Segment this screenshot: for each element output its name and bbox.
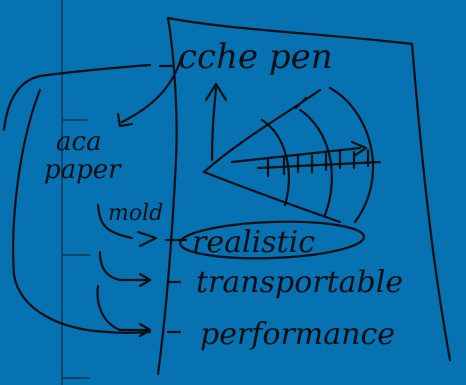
cone-axis-line (230, 146, 362, 164)
arc-tick (294, 96, 308, 110)
title-text: cche pen (178, 37, 333, 77)
performance-arrowhead (138, 322, 152, 338)
note-line-2: paper (44, 155, 122, 185)
arrowhead-note (116, 112, 134, 128)
mold-arrow (96, 203, 134, 240)
ruler-ticks (266, 148, 370, 178)
transport-arrowhead (138, 272, 152, 288)
transport-arrow (98, 250, 150, 282)
arrow-up-head (204, 82, 228, 102)
item-realistic: realistic (192, 225, 315, 260)
note-line-1: aca (56, 127, 102, 157)
arrow-title-to-note (120, 60, 182, 124)
performance-arrow (96, 284, 150, 332)
arc-3 (328, 86, 375, 224)
ruler-line (256, 160, 382, 170)
arc-1 (260, 118, 290, 207)
cone-lower-line (202, 170, 342, 224)
outer-bracket-left (12, 88, 152, 334)
item-transportable: transportable (196, 265, 403, 300)
mold-text: mold (108, 201, 163, 226)
frame-right-edge (410, 42, 452, 362)
cone-axis-arrowhead (350, 140, 368, 158)
arrow-up-shaft (210, 86, 218, 162)
highlight-ellipse (178, 220, 366, 260)
arc-2 (298, 108, 333, 217)
mold-arrowhead (136, 230, 158, 248)
frame-left-edge (156, 16, 178, 376)
frame-top-edge (166, 16, 414, 46)
cone-upper-line (202, 88, 322, 174)
outer-bracket-top (2, 63, 152, 132)
item-performance: performance (200, 317, 395, 352)
